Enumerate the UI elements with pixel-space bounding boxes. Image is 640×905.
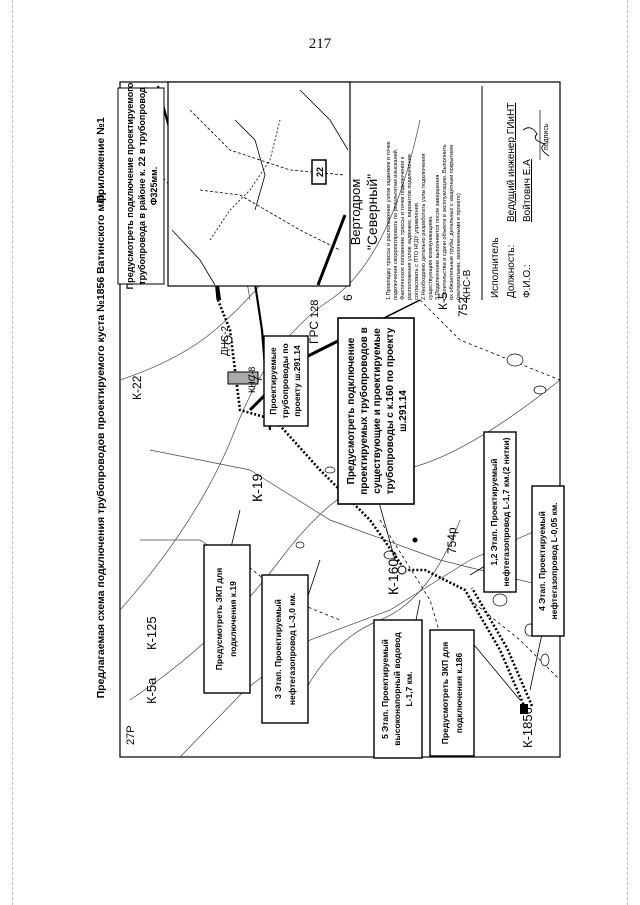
position-value: Ведущий инженер ГИиНТ [506, 103, 517, 222]
stage-4-box [531, 485, 565, 637]
inset-label-22: 22 [315, 167, 325, 177]
label-k160: К-160 [385, 559, 401, 595]
stage-3-line-2: нефтегазопровод L-3,0 км. [287, 593, 297, 705]
stage-5-line-3: L-1,7 км. [404, 671, 414, 706]
heliport-label-2: "Северный" [364, 174, 380, 250]
appendix-label: Приложение №1 [95, 117, 107, 203]
designed-pipes-box [263, 335, 309, 427]
stage-5-line-2: высоконапорный водовод [392, 632, 402, 746]
designed-pipes-line-3: проекту ш.291.14 [292, 345, 302, 417]
main-note-line-1: Предусмотреть подключение [346, 337, 357, 484]
name-value: Войтович Е.А [522, 159, 533, 222]
note-line-4: расположения узлов задвижек, вариантов п… [407, 154, 413, 300]
stage-5-line-1: 5 Этап. Проектируемый [380, 639, 390, 739]
k22-note-text: Предусмотреть подключение проектируемого… [125, 82, 159, 289]
signature-caption: подпись [543, 123, 550, 150]
note-line-5: согласовать с ПТО НГДУ управления. [414, 201, 420, 300]
label-754r: 754р [445, 527, 459, 554]
label-kns-b: КНС-В [462, 269, 473, 300]
ponds [295, 353, 550, 667]
label-27r: 27Р [125, 725, 137, 745]
map-title: Предлагаемая схема подключения трубопров… [95, 192, 107, 699]
note-line-11: (материалами, заполненными в проекте) [456, 193, 462, 300]
heliport-label-1: Вертодром [348, 179, 363, 246]
zkp-k19-line-2: подключения к.19 [228, 581, 238, 657]
kns-8-marker [227, 371, 259, 385]
stage-4-line-2: нефтегазопровод L-0,05 км. [549, 503, 559, 620]
main-note-line-4: трубопроводы с к.160 по проекту [384, 327, 396, 494]
k22-note-box [117, 87, 165, 285]
note-line-7: существующим коммуникациям. [428, 215, 434, 300]
label-k125: К-125 [144, 616, 159, 650]
label-6: 6 [341, 294, 355, 301]
stage-3-line-1: 3 Этап. Проектируемый [273, 599, 283, 699]
label-k5a: К-5а [144, 677, 159, 704]
stage-4-line-1: 4 Этап. Проектируемый [537, 511, 547, 611]
stage-12-box [483, 431, 517, 593]
well-k160-marker [397, 565, 407, 575]
zkp-k19-box [203, 544, 251, 694]
stage-3-box [261, 574, 309, 724]
label-128: 128 [309, 300, 321, 318]
callout-boxes: Предусмотреть ЗКП для подключения к.19 3… [203, 317, 565, 759]
note-line-9: строительства и сдачи объекта в эксплуат… [442, 144, 448, 300]
dns-2-marker [223, 335, 233, 345]
zkp-k19-line-1: Предусмотреть ЗКП для [214, 568, 224, 670]
site-labels: К-1856 К-5а К-125 27Р К-19 К-160 К-22 ДН… [125, 269, 535, 748]
label-dns-2: ДНС-2 [220, 325, 231, 356]
page-number: 217 [308, 36, 332, 52]
k22-note-line-2: трубопровода в районе к. 22 в трубопрово… [137, 87, 147, 285]
k22-note-line-3: Ф325мм. [149, 167, 159, 206]
stage-12-line-2: нефтегазопровод L-1,7 км.(2 нитки) [501, 437, 511, 586]
position-label: Должность: [506, 245, 517, 298]
general-notes: 1.Прокладку трассы и расположение узлов … [386, 141, 462, 300]
signature-block: Исполнитель Должность: Ф.И.О.: Ведущий и… [481, 86, 550, 300]
signature-scribble [522, 127, 550, 157]
zkp-k1856-line-1: Предусмотреть ЗКП для [440, 642, 450, 744]
stage-12-line-1: 1,2 Этап. Проектируемый [489, 459, 499, 566]
label-k1856: К-1856 [520, 707, 535, 748]
note-line-10: их обязательные трубы, детальных с защит… [449, 145, 455, 300]
scan-edge-right [627, 0, 628, 905]
site-markers [223, 335, 528, 714]
inset-k22-box [311, 159, 327, 185]
label-kns-8: КНС-8 [247, 367, 257, 393]
zkp-k1856-box [429, 629, 475, 757]
designed-pipes-line-2: трубопроводы по [280, 343, 290, 418]
main-note-line-3: существующие и проектируемые [372, 328, 383, 494]
label-752: 752 [456, 297, 470, 317]
note-line-6: 2.Необходимо детально разработать узлы п… [421, 154, 427, 301]
name-label: Ф.И.О.: [522, 264, 533, 298]
note-line-1: 1.Прокладку трассы и расположение узлов … [386, 141, 392, 300]
well-pad-k1856-marker [520, 704, 528, 714]
executor-label: Исполнитель [490, 237, 501, 298]
designed-pipes-line-1: Проектируемые [268, 347, 278, 415]
stage-5-box [373, 619, 423, 759]
label-k22: К-22 [130, 375, 144, 400]
main-note-box [337, 317, 415, 505]
zkp-k1856-line-2: подключения к.186 [454, 653, 464, 734]
note-line-8: 3.Подключение выполняется после завершен… [435, 175, 441, 300]
well-754r-marker [412, 537, 418, 543]
label-k5: К-5 [436, 292, 450, 310]
label-k19: К-19 [249, 473, 265, 502]
k22-note-line-1: Предусмотреть подключение проектируемого [125, 82, 135, 289]
note-line-3: Фактическое положение трассы и точек под… [400, 156, 406, 300]
scan-edge-left [12, 0, 13, 905]
label-grs: ГРС [307, 321, 321, 344]
note-line-2: подключения скорректировать по результат… [392, 148, 399, 300]
main-note-line-5: ш.291.14 [398, 390, 409, 432]
inset-map: 22 Вертодром "Северный" Предусмотреть по… [117, 81, 380, 289]
main-note-line-2: проектируемых трубопроводов в [358, 327, 370, 494]
